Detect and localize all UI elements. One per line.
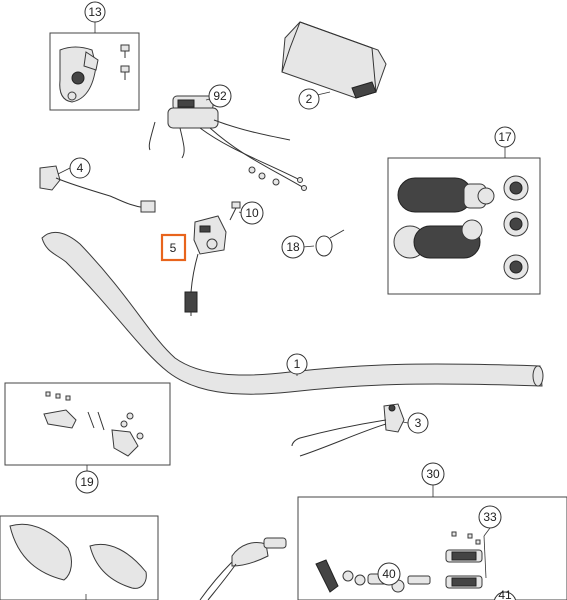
- callout-33-label: 33: [483, 510, 497, 524]
- grip-adapters: [503, 175, 529, 280]
- throttle-housing: [59, 46, 99, 103]
- callout-4-label: 4: [77, 161, 84, 175]
- box-part-13: [49, 32, 140, 111]
- switch-unit: [184, 215, 227, 316]
- callout-30: 30: [421, 462, 445, 486]
- grip-upper: [397, 177, 495, 213]
- callout-13: 13: [84, 1, 106, 23]
- callout-17: 17: [494, 126, 516, 148]
- grip-lower: [393, 219, 483, 259]
- kill-switch: [291, 403, 405, 457]
- callout-33: 33: [478, 505, 502, 529]
- callout-92-label: 92: [213, 89, 227, 103]
- throttle-tube: [199, 537, 287, 600]
- callout-19: 19: [75, 470, 99, 494]
- callout-19-label: 19: [80, 475, 94, 489]
- callout-13-label: 13: [88, 5, 102, 19]
- cable-tie: [315, 229, 345, 257]
- callout-18: 18: [281, 235, 305, 259]
- callout-40: 40: [377, 562, 401, 586]
- box-hand-guards: [0, 515, 159, 600]
- callout-3: 3: [407, 412, 429, 434]
- box-part-30: [297, 496, 567, 600]
- box-part-19: [4, 382, 171, 466]
- mount-kit-19: [43, 391, 144, 457]
- callout-1: 1: [286, 353, 308, 375]
- callout-4: 4: [69, 157, 91, 179]
- callout-2: 2: [298, 88, 320, 110]
- clutch-switch: [39, 165, 156, 213]
- brake-kit-30: [315, 559, 431, 593]
- callout-17-label: 17: [498, 130, 512, 144]
- screws-13: [120, 44, 130, 80]
- box-part-17: [387, 157, 541, 295]
- callout-40-label: 40: [382, 567, 396, 581]
- callout-41-label: 41: [498, 588, 512, 600]
- callout-5-label: 5: [170, 241, 177, 255]
- callout-1-label: 1: [294, 357, 301, 371]
- callout-3-label: 3: [415, 416, 422, 430]
- pads-33: [445, 531, 483, 589]
- callout-18-label: 18: [286, 240, 300, 254]
- callout-10-label: 10: [245, 206, 259, 220]
- handlebar-pad: [281, 21, 387, 99]
- hand-guards: [9, 523, 147, 589]
- throttle-cables: [148, 95, 307, 191]
- callout-2-label: 2: [306, 92, 313, 106]
- callout-30-label: 30: [426, 467, 440, 481]
- callout-10: 10: [240, 201, 264, 225]
- callout-92: 92: [208, 84, 232, 108]
- callout-41: 41: [493, 588, 517, 600]
- screw-10: [229, 201, 241, 221]
- callout-5-highlighted: 5: [160, 233, 187, 262]
- handlebar: [41, 231, 544, 395]
